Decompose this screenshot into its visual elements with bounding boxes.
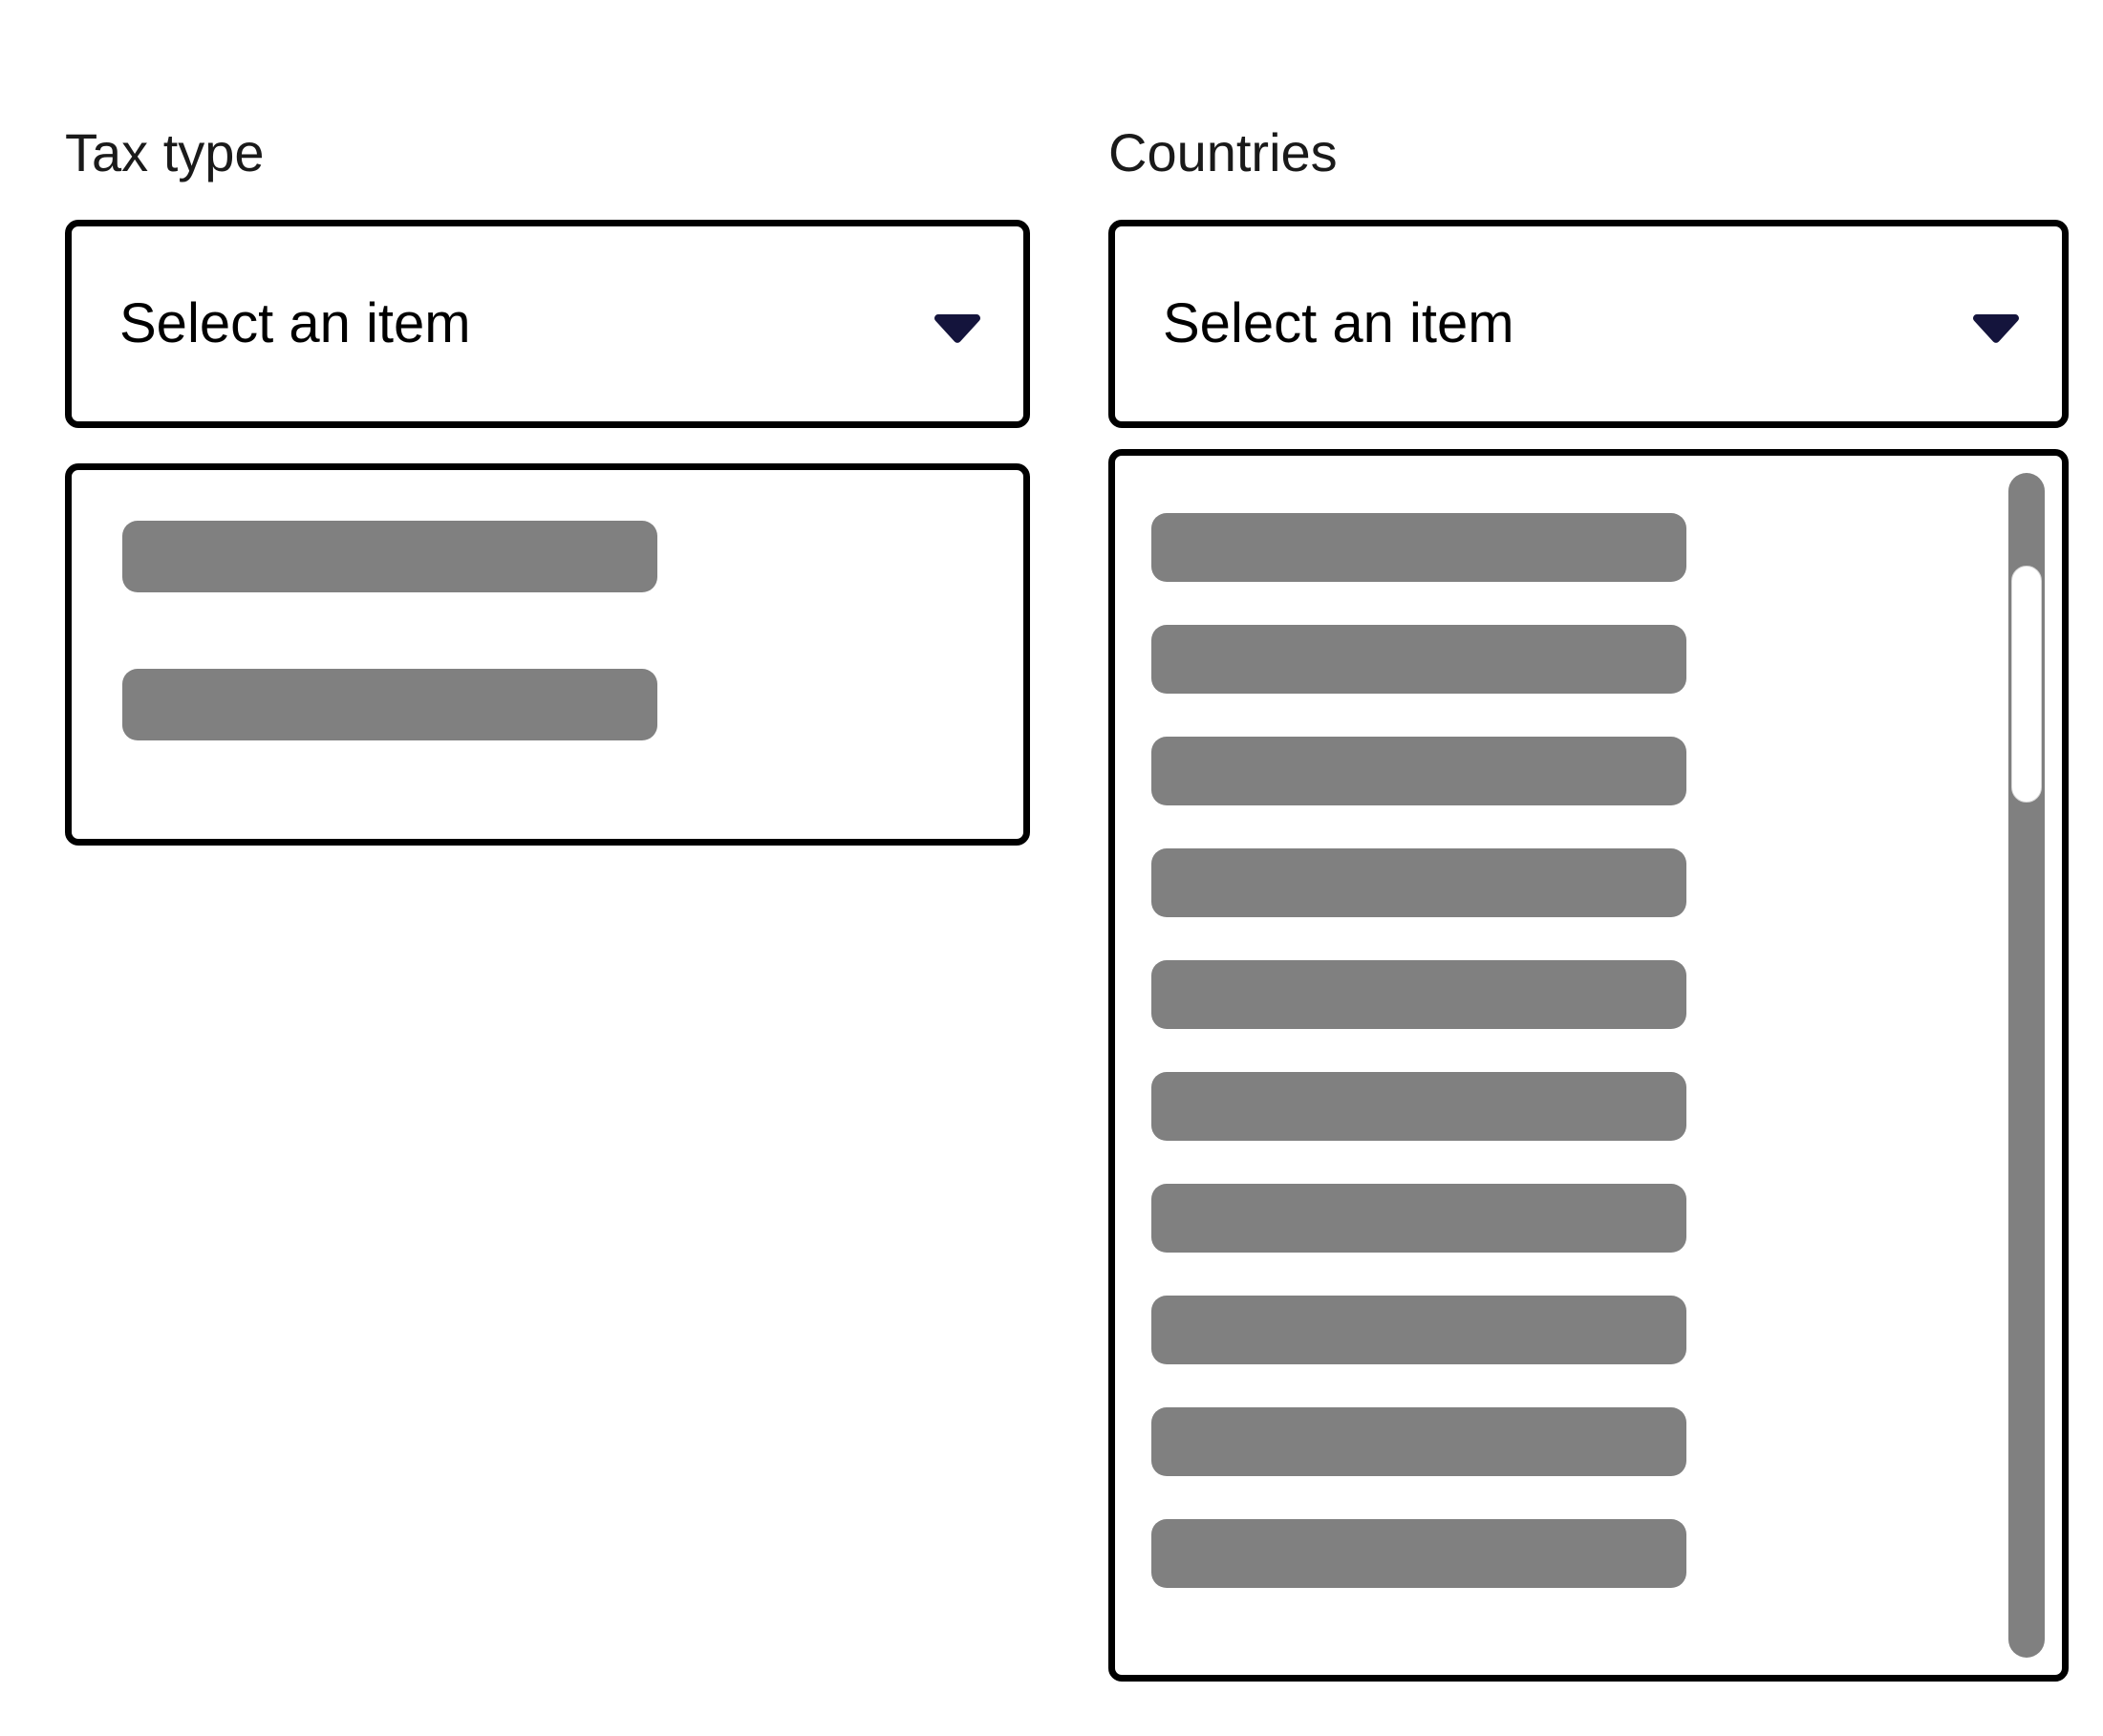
list-item[interactable] — [1151, 1184, 1686, 1253]
list-item[interactable] — [1151, 737, 1686, 805]
chevron-down-icon[interactable] — [1970, 298, 2022, 350]
countries-select[interactable]: Select an item — [1108, 220, 2069, 428]
tax-type-skeleton-list — [72, 470, 1023, 839]
list-item[interactable] — [1151, 848, 1686, 917]
countries-skeleton-list — [1115, 456, 2062, 1675]
countries-label: Countries — [1108, 122, 1338, 182]
list-item[interactable] — [1151, 1296, 1686, 1364]
countries-dropdown-panel[interactable] — [1108, 449, 2069, 1682]
list-item[interactable] — [1151, 1407, 1686, 1476]
list-item[interactable] — [1151, 960, 1686, 1029]
tax-type-select[interactable]: Select an item — [65, 220, 1030, 428]
list-item[interactable] — [1151, 625, 1686, 694]
scrollbar-thumb[interactable] — [2011, 566, 2042, 803]
chevron-down-icon[interactable] — [932, 298, 983, 350]
list-item[interactable] — [122, 521, 657, 592]
countries-select-value: Select an item — [1163, 292, 1514, 354]
tax-type-label: Tax type — [65, 122, 265, 182]
vertical-scrollbar[interactable] — [2008, 473, 2045, 1658]
tax-type-dropdown-panel[interactable] — [65, 463, 1030, 846]
list-item[interactable] — [1151, 1072, 1686, 1141]
list-item[interactable] — [1151, 1519, 1686, 1588]
list-item[interactable] — [1151, 513, 1686, 582]
tax-type-select-value: Select an item — [119, 292, 471, 354]
list-item[interactable] — [122, 669, 657, 740]
